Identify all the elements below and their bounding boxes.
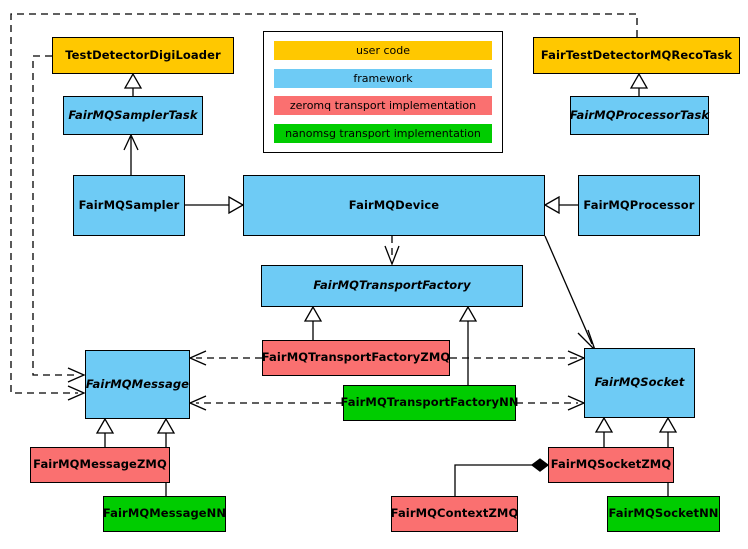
legend-item-framework: framework: [274, 68, 492, 88]
class-label: FairMQSamplerTask: [68, 107, 198, 122]
edge-factorynn-to-message: [188, 395, 343, 411]
class-node-fairmqsampler[interactable]: FairMQSampler: [73, 175, 185, 236]
edge-socketzmq-to-socket: [594, 416, 614, 447]
class-label: FairMQTransportFactoryZMQ: [261, 350, 451, 365]
class-node-fairmqtransportfactorynn[interactable]: FairMQTransportFactoryNN: [340, 385, 519, 421]
class-node-fairmqsamplertask[interactable]: FairMQSamplerTask: [63, 96, 203, 135]
class-node-testdetectordigiloader[interactable]: TestDetectorDigiLoader: [52, 37, 234, 74]
class-node-fairmqsocketnn[interactable]: FairMQSocketNN: [607, 496, 720, 532]
legend-label: framework: [353, 71, 413, 85]
edge-factorynn-to-socket: [516, 395, 586, 411]
edge-factorynn-to-factory: [458, 305, 478, 385]
edge-messagezmq-to-message: [95, 417, 115, 447]
class-node-fairmqcontextzmq[interactable]: FairMQContextZMQ: [391, 496, 518, 532]
edge-device-to-transportfactory: [384, 236, 400, 266]
class-label: FairMQTransportFactory: [313, 278, 471, 293]
class-node-fairmqtransportfactoryzmq[interactable]: FairMQTransportFactoryZMQ: [262, 340, 450, 376]
legend-item-zeromq: zeromq transport implementation: [274, 96, 492, 116]
edge-processor-to-device: [543, 195, 578, 215]
edge-samplertask-to-digiloader: [123, 72, 143, 96]
class-label: FairMQSocketNN: [608, 506, 719, 521]
class-node-fairtestdetectormqrecotask[interactable]: FairTestDetectorMQRecoTask: [533, 37, 740, 74]
class-label: FairMQDevice: [348, 197, 440, 212]
edge-processortask-to-recotask: [629, 72, 649, 96]
class-node-fairmqprocessor[interactable]: FairMQProcessor: [578, 175, 700, 236]
edge-factoryzmq-to-message: [188, 350, 262, 366]
class-label: FairMQSocket: [594, 375, 685, 390]
edge-socketzmq-composes-contextzmq: [454, 458, 550, 496]
legend: user code framework zeromq transport imp…: [263, 31, 503, 153]
legend-label: zeromq transport implementation: [289, 99, 477, 113]
class-label: TestDetectorDigiLoader: [65, 47, 221, 62]
class-node-fairmqsocket[interactable]: FairMQSocket: [584, 348, 695, 418]
legend-label: nanomsg transport implementation: [285, 126, 481, 140]
class-node-fairmqsocketzmq[interactable]: FairMQSocketZMQ: [548, 447, 674, 483]
class-label: FairMQProcessor: [583, 197, 695, 212]
class-label: FairMQMessageZMQ: [33, 457, 167, 472]
class-label: FairMQProcessorTask: [569, 107, 710, 122]
class-label: FairMQTransportFactoryNN: [340, 395, 519, 410]
edge-sampler-to-device: [185, 195, 245, 215]
edge-sampler-to-samplertask: [123, 133, 139, 175]
legend-item-nanomsg: nanomsg transport implementation: [274, 123, 492, 143]
class-node-fairmqprocessortask[interactable]: FairMQProcessorTask: [570, 96, 709, 135]
legend-label: user code: [355, 44, 411, 57]
class-node-fairmqdevice[interactable]: FairMQDevice: [243, 175, 545, 236]
class-node-fairmqmessagezmq[interactable]: FairMQMessageZMQ: [30, 447, 170, 483]
edge-device-to-socket: [544, 235, 596, 351]
class-node-fairmqtransportfactory[interactable]: FairMQTransportFactory: [261, 265, 523, 307]
class-label: FairMQContextZMQ: [390, 506, 519, 521]
class-node-fairmqmessagenn[interactable]: FairMQMessageNN: [103, 496, 226, 532]
class-label: FairTestDetectorMQRecoTask: [540, 47, 733, 62]
class-label: FairMQMessageNN: [102, 506, 227, 521]
class-label: FairMQSampler: [78, 197, 180, 212]
legend-item-user-code: user code: [274, 41, 492, 60]
edge-factoryzmq-to-factory: [303, 305, 323, 340]
class-label: FairMQMessage: [85, 376, 190, 391]
edge-factoryzmq-to-socket: [450, 350, 586, 366]
class-label: FairMQSocketZMQ: [550, 457, 672, 472]
class-node-fairmqmessage[interactable]: FairMQMessage: [85, 350, 190, 419]
